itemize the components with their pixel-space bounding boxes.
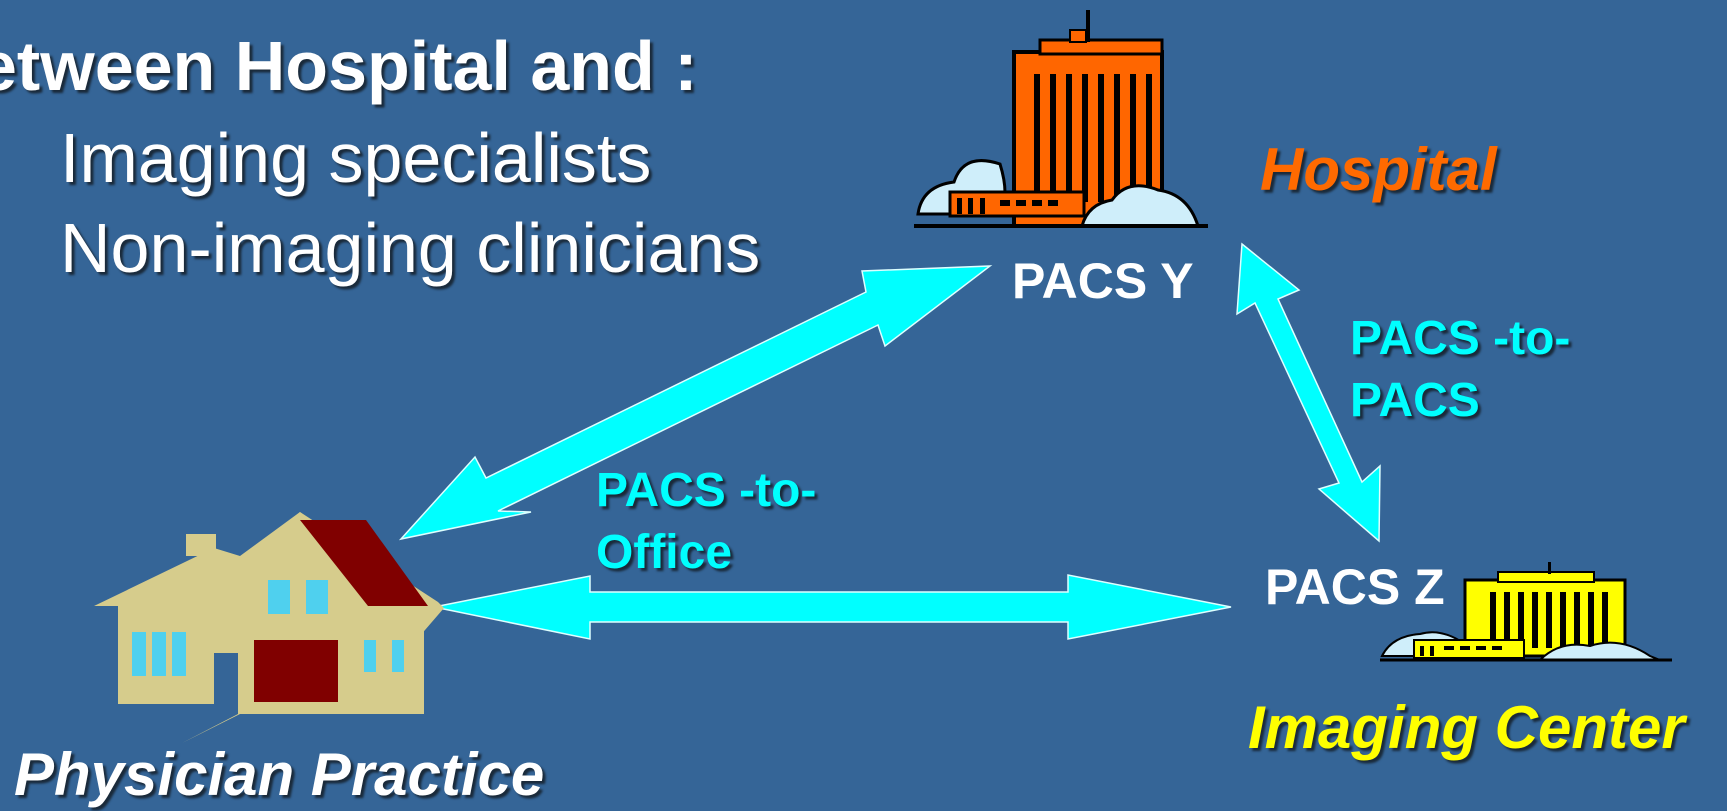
physician-practice-label: Physician Practice [14,741,545,808]
pacs-y-label: PACS Y [1012,253,1194,309]
link-label-line: PACS -to- [1350,312,1571,365]
arrow-hospital-imaging [1236,242,1381,543]
bullet-non-imaging-clinicians: Non-imaging clinicians [60,209,761,287]
link-label-pacs-to-pacs: PACS -to- PACS [1350,308,1570,432]
slide-title: etween Hospital and : [0,27,698,105]
link-label-line: Office [596,526,733,579]
link-label-line: PACS -to- [596,464,817,517]
arrow-practice-hospital [398,265,993,541]
arrow-practice-imaging [433,574,1232,640]
imaging-center-label: Imaging Center [1248,694,1685,761]
hospital-label: Hospital [1260,136,1497,203]
pacs-z-label: PACS Z [1265,559,1445,615]
link-label-line: PACS [1350,374,1480,427]
link-label-pacs-to-office: PACS -to- Office [596,460,816,584]
bullet-imaging-specialists: Imaging specialists [60,119,652,197]
